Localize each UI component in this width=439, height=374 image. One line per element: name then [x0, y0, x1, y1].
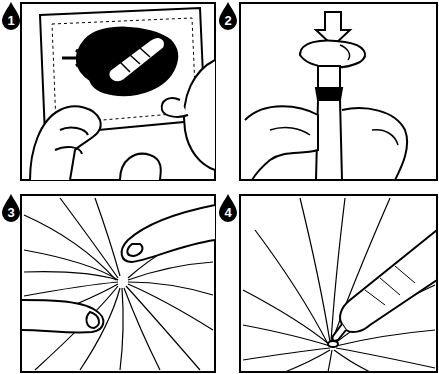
- drop-icon: [219, 2, 237, 30]
- fur-line: [128, 262, 213, 280]
- pipette-tip: [332, 324, 346, 341]
- drop-icons: [2, 2, 237, 222]
- liquid-drop: [328, 341, 338, 347]
- drop-icon: [2, 194, 20, 222]
- hand: [184, 60, 215, 170]
- fur-line: [243, 348, 330, 360]
- panel-frame: [240, 195, 437, 372]
- callout-number: 4: [218, 206, 238, 220]
- arrow: [62, 50, 86, 66]
- pipette-collar: [316, 88, 342, 100]
- fur-line: [243, 325, 330, 346]
- drop-icon: [2, 2, 20, 30]
- pipette-applying: [328, 230, 437, 347]
- callout-number: 3: [1, 206, 21, 220]
- fur-line: [255, 230, 328, 344]
- finger-lines: [55, 128, 88, 154]
- shading-lines: [365, 266, 415, 305]
- hand: [30, 106, 101, 180]
- panel-frame: [240, 3, 437, 180]
- pipette-snap-scene: [245, 12, 407, 180]
- fur-line: [128, 282, 213, 295]
- pipette-cap: [318, 66, 340, 88]
- peeled-area: [77, 28, 177, 96]
- pipette: [340, 230, 437, 332]
- pipette-ridges: [120, 48, 150, 72]
- finger: [122, 205, 215, 262]
- fur-line: [120, 288, 123, 370]
- callout-number: 1: [1, 14, 21, 28]
- finger: [245, 106, 318, 180]
- fur-line: [336, 348, 435, 368]
- fur-line: [243, 290, 330, 345]
- fur-line: [24, 250, 118, 280]
- callout-number: 2: [218, 14, 238, 28]
- blister-pack-scene: [30, 8, 215, 180]
- fur-line: [24, 282, 118, 296]
- fingernail: [87, 312, 99, 328]
- thumb: [300, 41, 365, 68]
- fur-line: [126, 286, 200, 370]
- thumbnail: [340, 45, 350, 60]
- panel-frame: [21, 3, 215, 180]
- finger: [120, 154, 161, 180]
- pipette-body: [316, 100, 342, 180]
- thumb: [162, 98, 188, 117]
- fur-line: [285, 350, 330, 372]
- panel-frames: [21, 3, 437, 372]
- finger-lines: [270, 128, 398, 145]
- drop-icon: [219, 194, 237, 222]
- pipette: [108, 37, 165, 82]
- fur-line: [95, 198, 120, 276]
- fingernail: [127, 244, 142, 256]
- fur-line: [328, 350, 332, 372]
- fur-line: [124, 288, 160, 370]
- finger: [22, 300, 103, 333]
- fur-line: [24, 272, 118, 280]
- fur-line: [60, 198, 118, 278]
- panel-frame: [21, 195, 215, 372]
- fur-line: [24, 215, 116, 280]
- fingers: [22, 205, 215, 333]
